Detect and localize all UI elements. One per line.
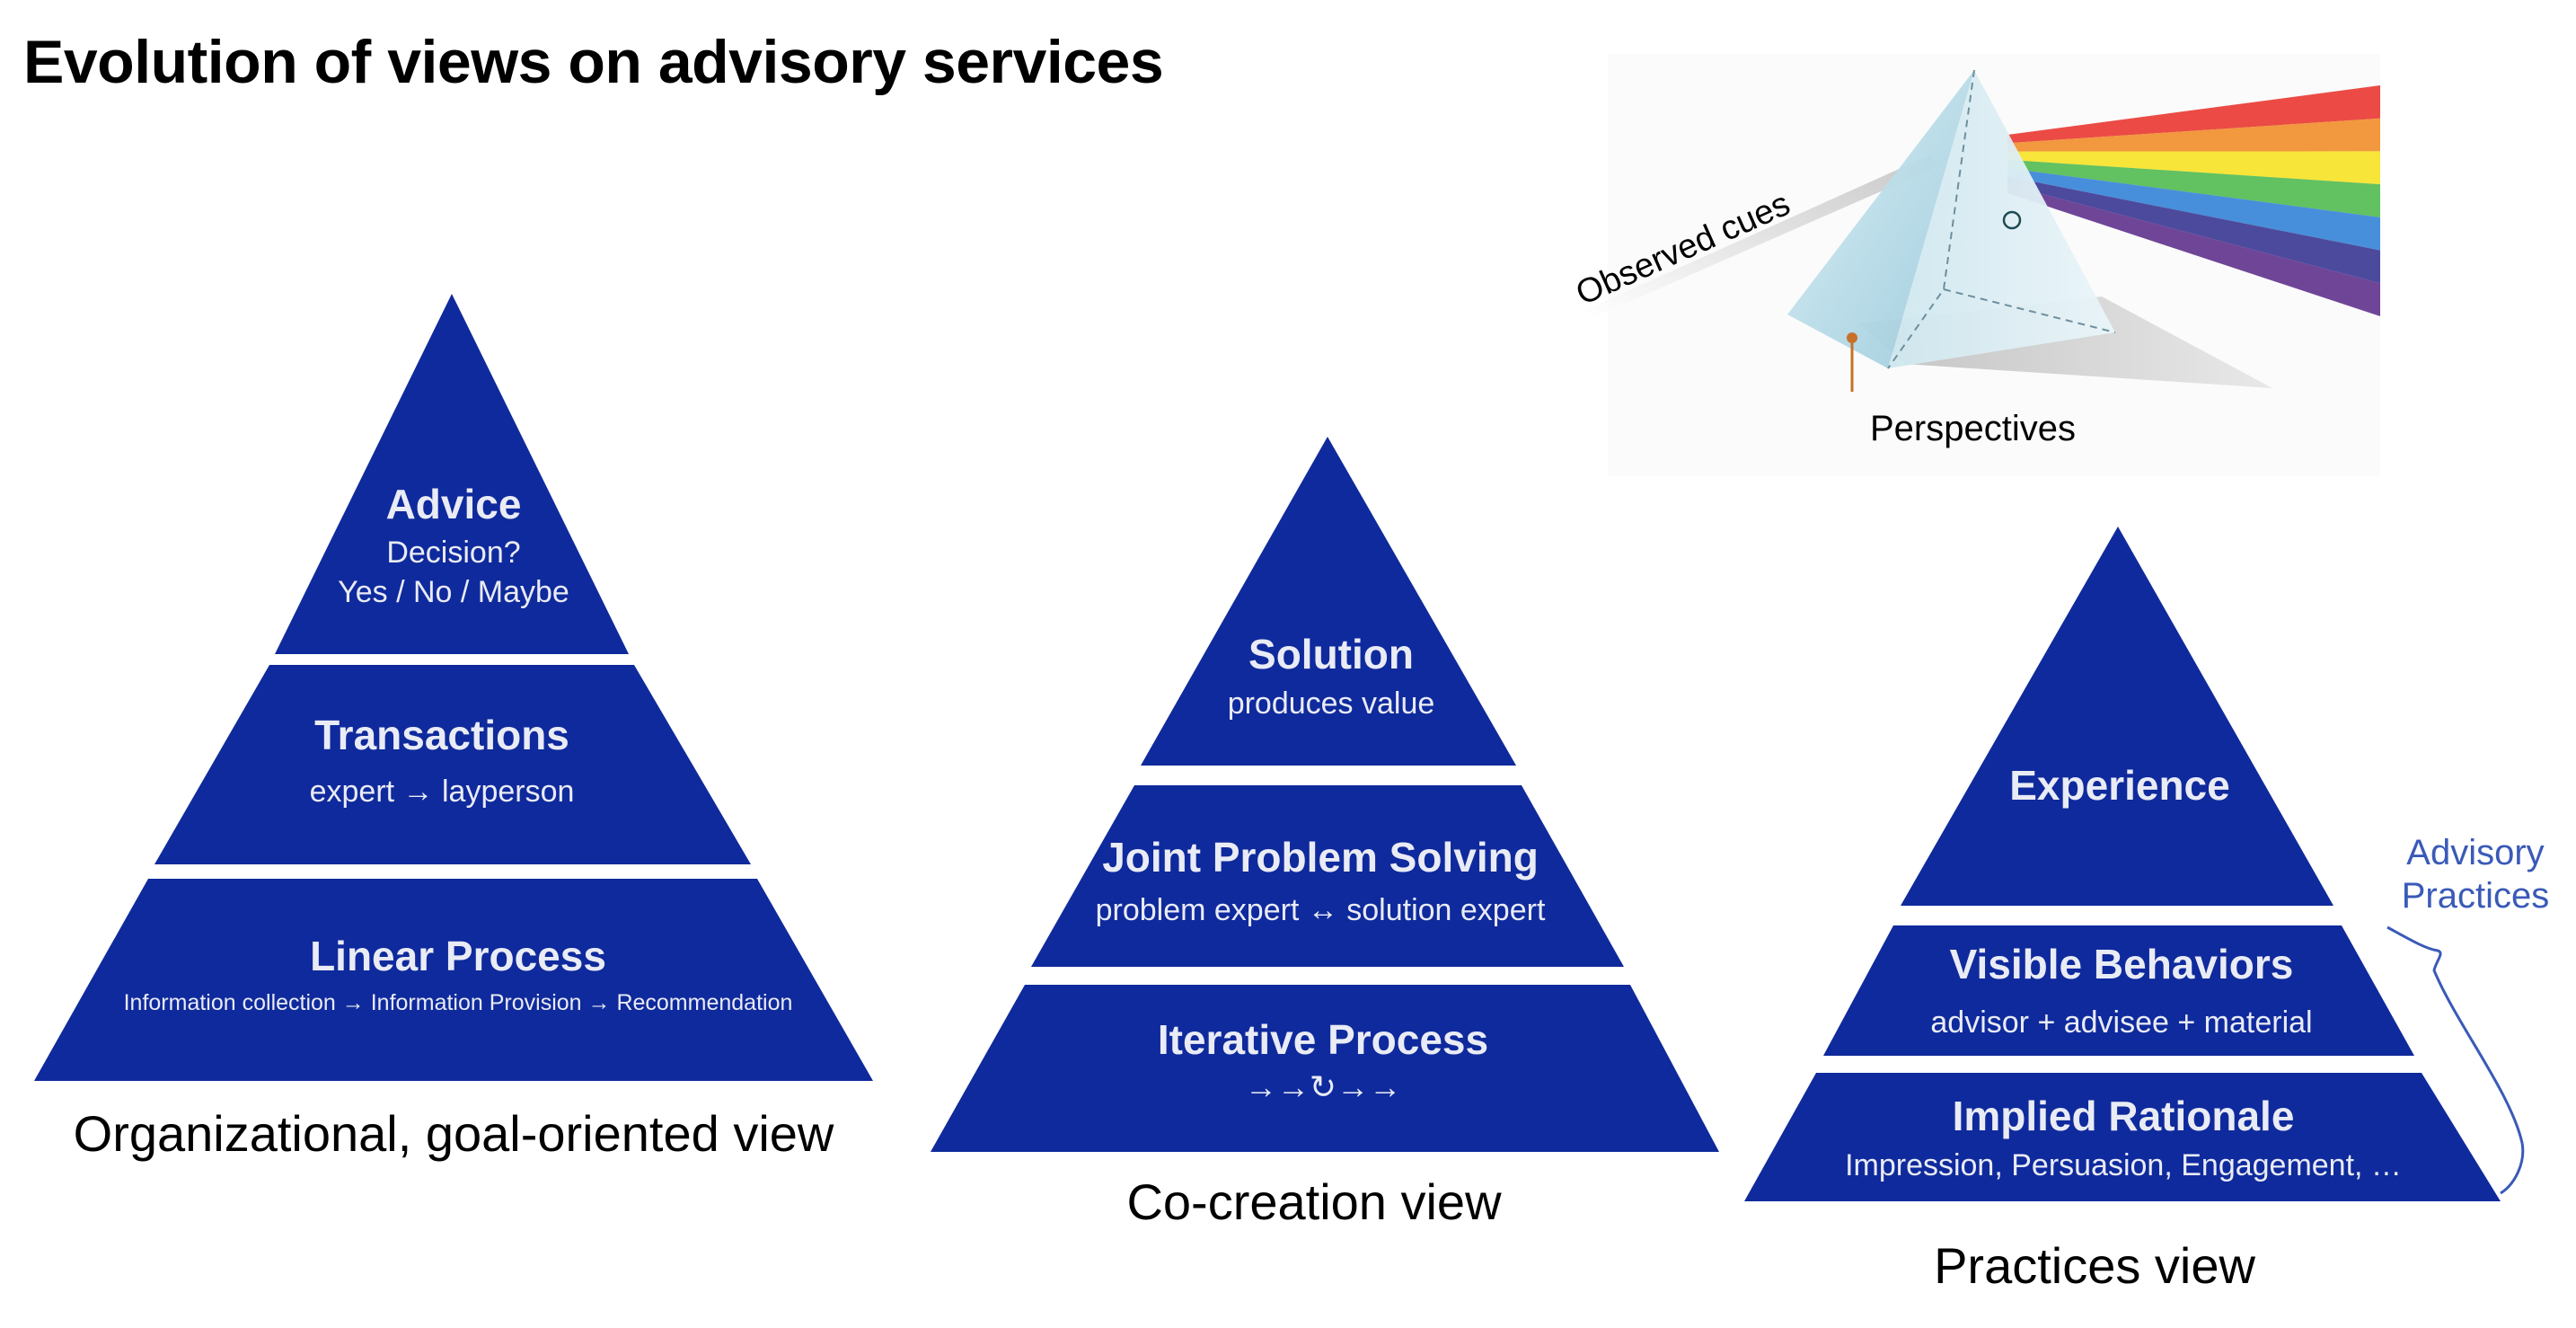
pyramid3-bottom-heading: Implied Rationale	[1953, 1093, 2295, 1139]
pyramid2-middle-sub: problem expert ↔ solution expert	[1096, 893, 1546, 927]
spectrum-band	[2007, 85, 2380, 144]
pyramid1-top-line2: Yes / No / Maybe	[338, 575, 569, 609]
pyramid3-top-heading: Experience	[2009, 762, 2229, 809]
pyramid3-bottom-sub: Impression, Persuasion, Engagement, …	[1845, 1148, 2402, 1182]
prism-left-face	[1787, 70, 1974, 368]
pyramid1-bottom-tier	[34, 879, 873, 1081]
pyramid1-top-line1: Decision?	[386, 536, 520, 570]
spectrum-band	[2007, 184, 2380, 316]
pyramid3-middle-heading: Visible Behaviors	[1950, 941, 2294, 987]
pyramid-cocreation: Solution produces value Joint Problem So…	[931, 437, 1719, 1230]
pyramid2-top-heading: Solution	[1248, 631, 1414, 677]
pyramid1-middle-sub: expert → layperson	[310, 775, 575, 809]
pyramid3-middle-tier	[1823, 925, 2414, 1056]
prism-right-face	[1888, 70, 2115, 368]
spectrum-band	[2007, 118, 2380, 152]
pyramid3-caption: Practices view	[1934, 1237, 2255, 1294]
incoming-beam	[1585, 155, 1938, 319]
pyramid1-top-tier	[275, 294, 629, 654]
pyramid1-bottom-heading: Linear Process	[310, 933, 606, 979]
pyramid1-middle-tier	[154, 665, 751, 864]
pyramid2-bottom-heading: Iterative Process	[1158, 1016, 1488, 1063]
pyramid3-middle-sub: advisor + advisee + material	[1930, 1005, 2312, 1040]
advisory-practices-label-line1: Advisory	[2406, 833, 2544, 872]
prism-base-edge	[1943, 288, 2116, 333]
perspectives-pin-head	[1847, 332, 1857, 343]
advisory-practices-label-line2: Practices	[2402, 876, 2550, 916]
spectrum-beam	[2007, 85, 2380, 316]
perspectives-label: Perspectives	[1870, 409, 2076, 448]
pyramid1-caption: Organizational, goal-oriented view	[74, 1105, 834, 1162]
prism-marker-circle	[2002, 210, 2022, 230]
pyramid1-top-heading: Advice	[386, 481, 522, 527]
pyramid2-top-tier	[1141, 437, 1516, 766]
pyramid2-caption: Co-creation view	[1126, 1173, 1502, 1230]
spectrum-band	[2007, 159, 2380, 217]
spectrum-band	[2007, 151, 2380, 185]
pyramid2-bottom-sub: →→↻→→	[1245, 1068, 1401, 1105]
pyramid3-bottom-tier	[1744, 1073, 2501, 1201]
pyramid3-top-tier	[1901, 527, 2333, 906]
advisory-practices-bracket	[2386, 925, 2525, 1195]
pyramid1-bottom-sub: Information collection → Information Pro…	[124, 990, 793, 1015]
page-title: Evolution of views on advisory services	[23, 28, 1164, 96]
spectrum-band	[2007, 168, 2380, 251]
pyramid2-top-sub: produces value	[1228, 686, 1435, 721]
pyramid2-bottom-tier	[931, 985, 1719, 1152]
prism-illustration: Observed cues Perspectives	[1571, 54, 2380, 476]
spectrum-band	[2007, 176, 2380, 284]
pyramid-organizational: Advice Decision? Yes / No / Maybe Transa…	[34, 294, 873, 1162]
pyramid1-middle-heading: Transactions	[314, 712, 569, 758]
pyramid-practices: Experience Visible Behaviors advisor + a…	[1744, 527, 2549, 1294]
pyramid2-middle-tier	[1031, 785, 1624, 967]
pyramid2-middle-heading: Joint Problem Solving	[1102, 834, 1539, 881]
